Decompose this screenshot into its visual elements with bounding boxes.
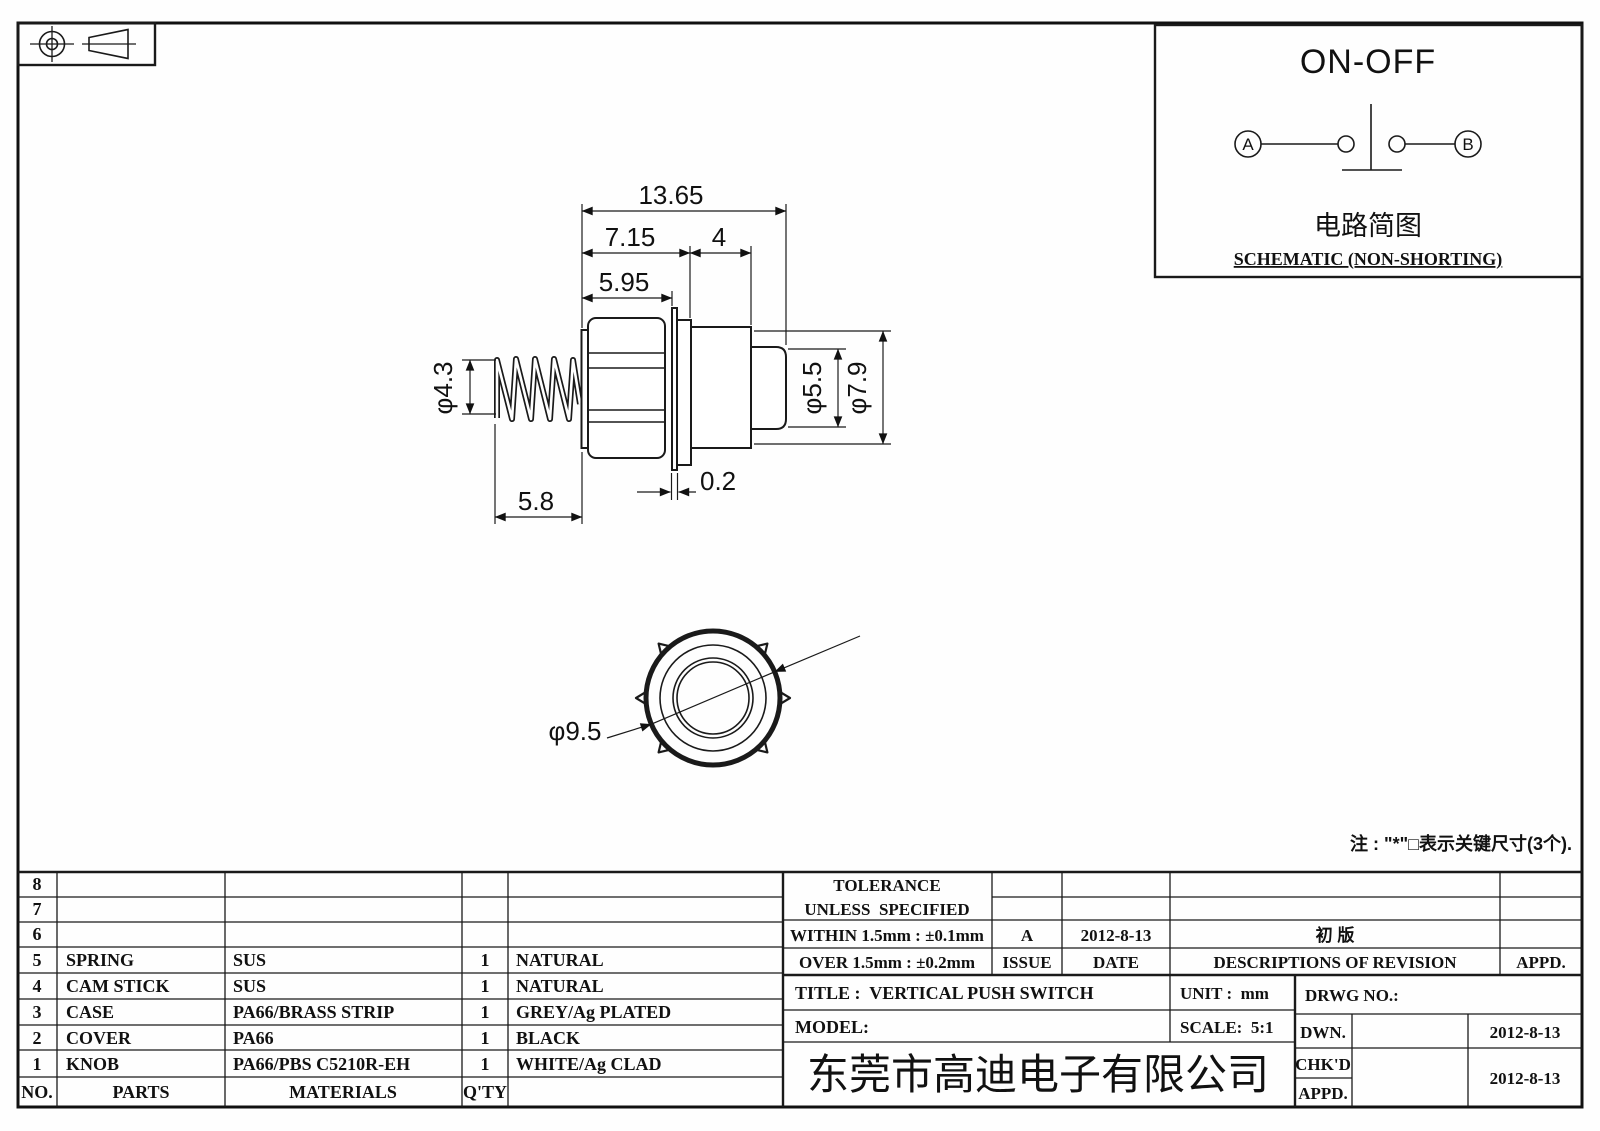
row-material: SUS — [233, 950, 266, 970]
header-qty: Q'TY — [463, 1082, 507, 1102]
row-finish: NATURAL — [516, 950, 604, 970]
dim-barrel: 4 — [712, 222, 726, 252]
dim-overall: 13.65 — [638, 180, 703, 210]
outer-ring — [643, 628, 783, 768]
row-finish: GREY/Ag PLATED — [516, 1002, 671, 1022]
revision-date: 2012-8-13 — [1081, 926, 1152, 945]
cone-symbol-icon — [88, 28, 129, 60]
row-part: SPRING — [66, 950, 134, 970]
row-part: COVER — [66, 1028, 132, 1048]
row-material: PA66/PBS C5210R-EH — [233, 1054, 410, 1074]
schematic-title: ON-OFF — [1300, 43, 1436, 81]
dim-knob-dia: φ5.5 — [797, 361, 827, 414]
tolerance-within: WITHIN 1.5mm : ±0.1mm — [790, 926, 984, 945]
chkd-label: CHK'D — [1295, 1055, 1351, 1074]
drawing-title: TITLE : VERTICAL PUSH SWITCH — [795, 983, 1094, 1003]
terminal-a-label: A — [1242, 135, 1254, 154]
header-no: NO. — [21, 1082, 53, 1102]
knob — [750, 346, 787, 430]
issue-label: ISSUE — [1002, 953, 1051, 972]
dim-terminal: 0.2 — [700, 466, 736, 496]
row-no: 1 — [33, 1054, 42, 1074]
row-no: 7 — [33, 899, 42, 919]
appd-label: APPD. — [1298, 1084, 1348, 1103]
row-qty: 1 — [481, 1002, 490, 1022]
dim-barrel-dia: φ7.9 — [842, 361, 872, 414]
side-view: 13.65 7.15 4 5.95 φ4.3 5.8 0.2 φ5.5 φ7.9 — [428, 180, 891, 524]
row-qty: 1 — [481, 1054, 490, 1074]
scale-label: SCALE: 5:1 — [1180, 1018, 1274, 1037]
dim-spring-dia: φ4.3 — [428, 361, 458, 414]
model-label: MODEL: — [795, 1017, 869, 1037]
header-parts: PARTS — [112, 1082, 169, 1102]
row-no: 6 — [33, 924, 42, 944]
row-no: 3 — [33, 1002, 42, 1022]
company-name: 东莞市高迪电子有限公司 — [807, 1051, 1269, 1098]
spring — [494, 356, 583, 422]
row-material: SUS — [233, 976, 266, 996]
chkd-date: 2012-8-13 — [1490, 1069, 1561, 1088]
row-finish: BLACK — [516, 1028, 580, 1048]
row-no: 4 — [33, 976, 42, 996]
schematic-caption-cn: 电路简图 — [1314, 211, 1422, 241]
row-no: 2 — [33, 1028, 42, 1048]
header-materials: MATERIALS — [289, 1082, 397, 1102]
row-part: CAM STICK — [66, 976, 170, 996]
unit-label: UNIT : mm — [1180, 984, 1269, 1003]
title-block: TITLE : VERTICAL PUSH SWITCH UNIT : mm D… — [795, 983, 1560, 1103]
dim-thread: 5.95 — [599, 267, 650, 297]
barrel — [690, 326, 752, 449]
issue-value: A — [1021, 926, 1034, 945]
row-part: CASE — [66, 1002, 114, 1022]
sheet-border — [16, 21, 1584, 1109]
key-dimension-note: 注 : "*"□表示关键尺寸(3个). — [1350, 833, 1572, 854]
row-qty: 1 — [481, 976, 490, 996]
tolerance-over: OVER 1.5mm : ±0.2mm — [799, 953, 975, 972]
flange — [676, 319, 692, 466]
knurl-tabs — [634, 642, 792, 754]
revision-label: DESCRIPTIONS OF REVISION — [1213, 953, 1457, 972]
switch-symbol-icon: A B — [1234, 104, 1482, 171]
row-material: PA66/BRASS STRIP — [233, 1002, 394, 1022]
revision-appd-label: APPD. — [1516, 953, 1566, 972]
dim-spring-len: 5.8 — [518, 486, 554, 516]
tolerance-title: TOLERANCE — [833, 876, 940, 895]
schematic-box: ON-OFF A B 电路简图 SCHEMATIC (NON-SHORTING) — [1153, 23, 1584, 279]
row-finish: WHITE/Ag CLAD — [516, 1054, 662, 1074]
row-no: 8 — [33, 874, 42, 894]
row-material: PA66 — [233, 1028, 274, 1048]
row-finish: NATURAL — [516, 976, 604, 996]
row-part: KNOB — [66, 1054, 119, 1074]
row-no: 5 — [33, 950, 42, 970]
table-grid — [18, 870, 1582, 1107]
dim-front: 7.15 — [605, 222, 656, 252]
drwg-no-label: DRWG NO.: — [1305, 986, 1399, 1005]
bottom-view: φ9.5 — [548, 628, 861, 768]
projection-symbol — [16, 21, 157, 67]
row-qty: 1 — [481, 1028, 490, 1048]
dwn-label: DWN. — [1300, 1023, 1346, 1042]
terminal-b-label: B — [1462, 135, 1473, 154]
parts-table: 8 7 6 5 SPRING SUS 1 NATURAL 4 CAM STICK… — [21, 874, 671, 1102]
tolerance-subtitle: UNLESS SPECIFIED — [804, 900, 969, 919]
date-label: DATE — [1093, 953, 1139, 972]
schematic-caption-en: SCHEMATIC (NON-SHORTING) — [1234, 249, 1503, 270]
tolerance-block: TOLERANCE UNLESS SPECIFIED WITHIN 1.5mm … — [790, 876, 1566, 972]
row-qty: 1 — [481, 950, 490, 970]
dwn-date: 2012-8-13 — [1490, 1023, 1561, 1042]
dim-face-dia: φ9.5 — [548, 716, 601, 746]
revision-description: 初 版 — [1316, 925, 1355, 945]
hex-body — [587, 317, 666, 459]
